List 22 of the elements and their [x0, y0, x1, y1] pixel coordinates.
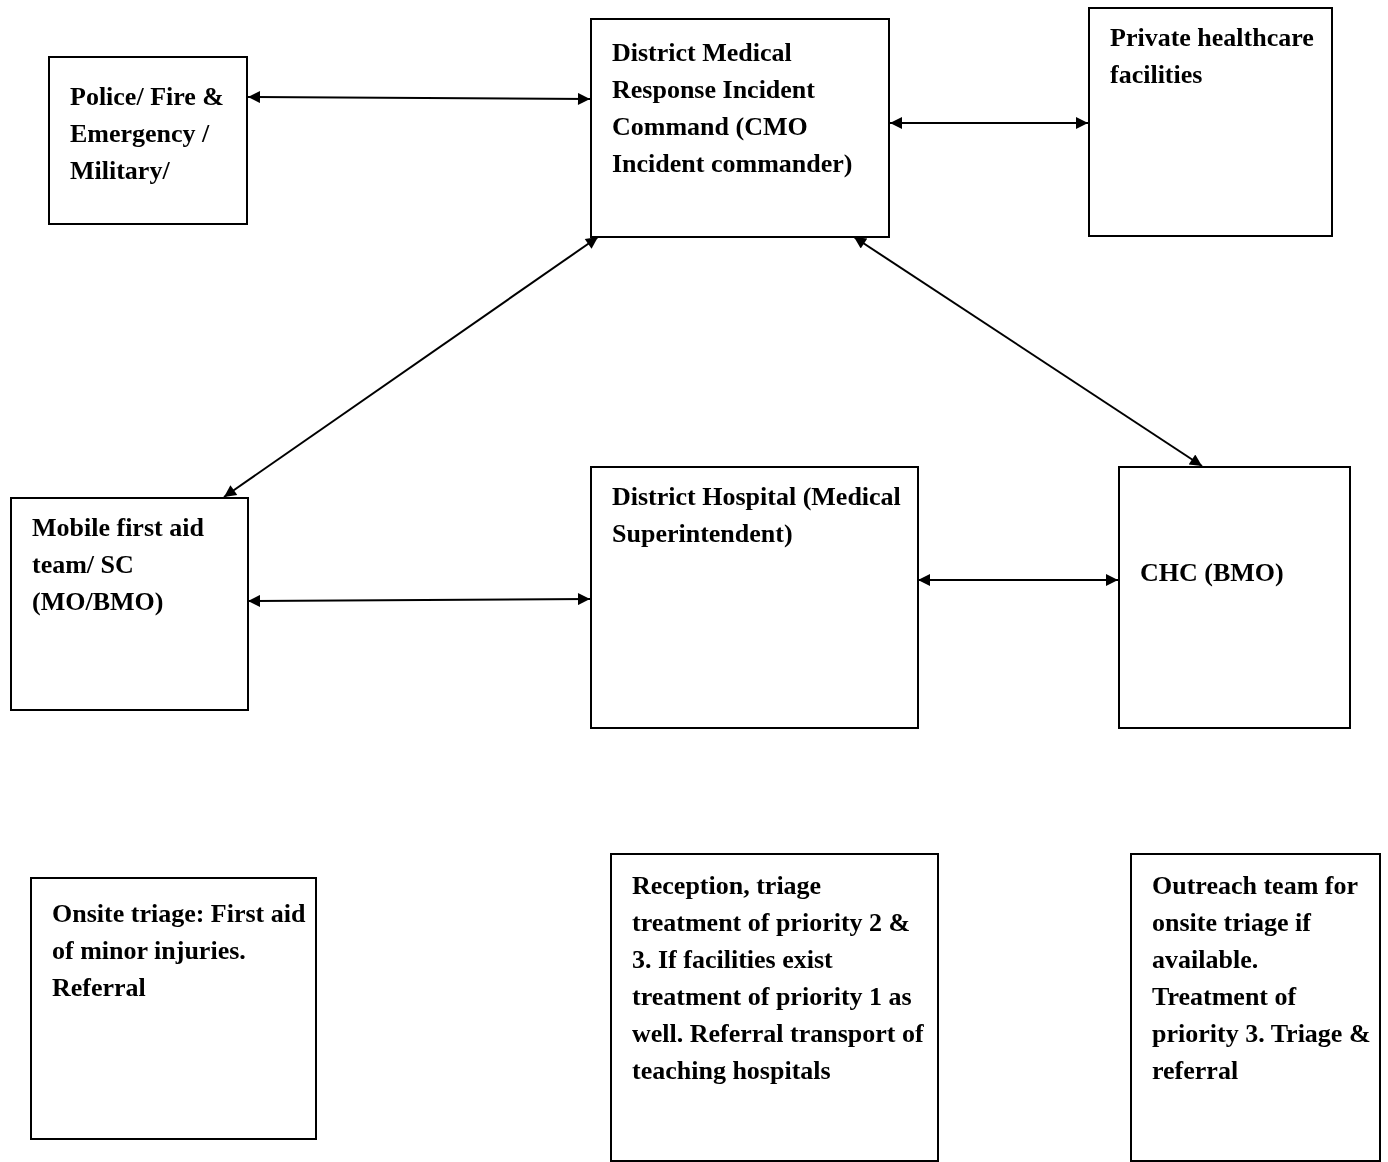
- box-text: Onsite triage: First aid of minor injuries. Referral: [52, 898, 307, 1004]
- process-box: [610, 853, 939, 1162]
- box-text: Reception, triage treatment of priority 2 & 3. If facilities exist treatment of priority 1 as well. Referral transport of teaching hospitals: [632, 870, 925, 1087]
- box-text: Outreach team for onsite triage if available. Treatment of priority 3. Triage & referral: [1152, 870, 1372, 1087]
- box-text: CHC (BMO): [1140, 557, 1285, 589]
- process-box: [1130, 853, 1381, 1162]
- box-text: District Hospital (Medical Superintendent): [612, 481, 902, 550]
- box-text: District Medical Response Incident Command (CMO Incident commander): [612, 37, 854, 180]
- double-arrow: [247, 91, 591, 105]
- double-arrow: [853, 236, 1203, 467]
- double-arrow: [889, 117, 1089, 129]
- process-box: [1088, 7, 1333, 237]
- process-box: [30, 877, 317, 1140]
- process-box: [10, 497, 249, 711]
- box-text: Private healthcare facilities: [1110, 22, 1315, 91]
- box-text: Mobile first aid team/ SC (MO/BMO): [32, 512, 205, 618]
- process-box: [590, 18, 890, 238]
- box-text: Police/ Fire & Emergency / Military/: [70, 81, 225, 187]
- process-box: [1118, 466, 1351, 729]
- process-box: [590, 466, 919, 729]
- process-box: [48, 56, 248, 225]
- double-arrow: [223, 236, 599, 498]
